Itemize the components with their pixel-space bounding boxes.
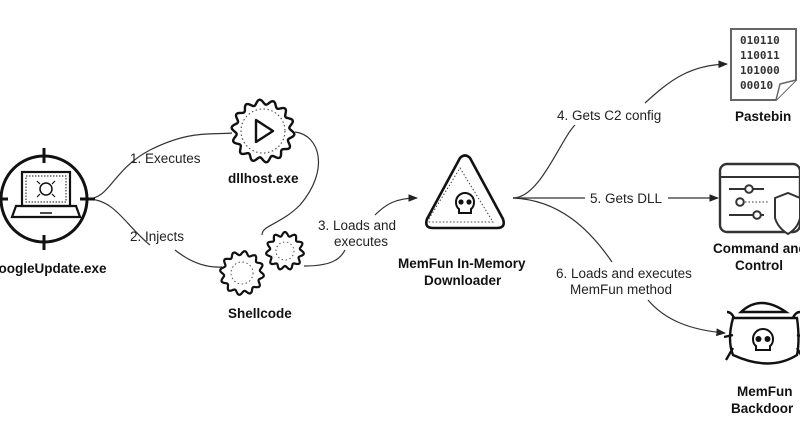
edge-executes — [86, 132, 233, 200]
edge-loads-memfun — [512, 197, 613, 263]
edge-loads-executes — [303, 249, 346, 267]
infected-laptop-target-icon — [0, 148, 95, 250]
edge-label-loads-memfun-2: MemFun method — [570, 282, 673, 297]
gear-outline — [219, 250, 265, 296]
node-label-googleupdate: GoogleUpdate.exe — [0, 261, 107, 276]
gear-outline — [265, 230, 305, 271]
node-label-downloader-1: MemFun In-Memory — [398, 256, 526, 271]
node-label-shellcode: Shellcode — [228, 306, 292, 321]
edge-gets-c2-config-head — [644, 60, 728, 104]
edge-label-injects: 2. Injects — [130, 229, 185, 244]
binary-line: 101000 — [740, 64, 780, 77]
binary-line: 00010 — [740, 79, 773, 92]
edge-label-gets-dll: 5. Gets DLL — [590, 191, 663, 206]
node-label-c2-1: Command and — [713, 241, 800, 256]
gears-icon — [219, 230, 305, 296]
node-label-backdoor-1: MemFun — [737, 384, 793, 399]
node-label-downloader-2: Downloader — [424, 273, 502, 288]
edge-injects-tail — [174, 249, 223, 268]
node-label-pastebin: Pastebin — [735, 109, 792, 124]
edge-dllhost-to-shellcode — [261, 131, 320, 236]
edge-label-loads-memfun-1: 6. Loads and executes — [556, 266, 692, 281]
edge-label-loads-executes-2: executes — [334, 234, 389, 249]
edge-label-loads-executes-1: 3. Loads and — [318, 218, 397, 233]
binary-document-icon: 010110 110011 101000 00010 — [730, 28, 797, 101]
play-gear-icon — [230, 98, 296, 164]
binary-line: 110011 — [740, 49, 780, 62]
edge-loads-executes-head — [374, 194, 418, 216]
edge-label-executes: 1. Executes — [130, 151, 201, 166]
node-label-c2-2: Control — [735, 258, 783, 273]
skull-warning-triangle-icon — [424, 154, 506, 230]
node-label-backdoor-2: Backdoor — [731, 401, 794, 416]
edge-loads-memfun-head — [647, 299, 726, 337]
binary-line: 010110 — [740, 34, 780, 47]
edge-gets-c2-config — [512, 124, 576, 199]
skull-bug-icon — [723, 301, 800, 365]
node-label-dllhost: dllhost.exe — [228, 171, 299, 186]
control-panel-shield-icon — [718, 162, 800, 236]
edge-label-gets-c2-config: 4. Gets C2 config — [557, 108, 662, 123]
